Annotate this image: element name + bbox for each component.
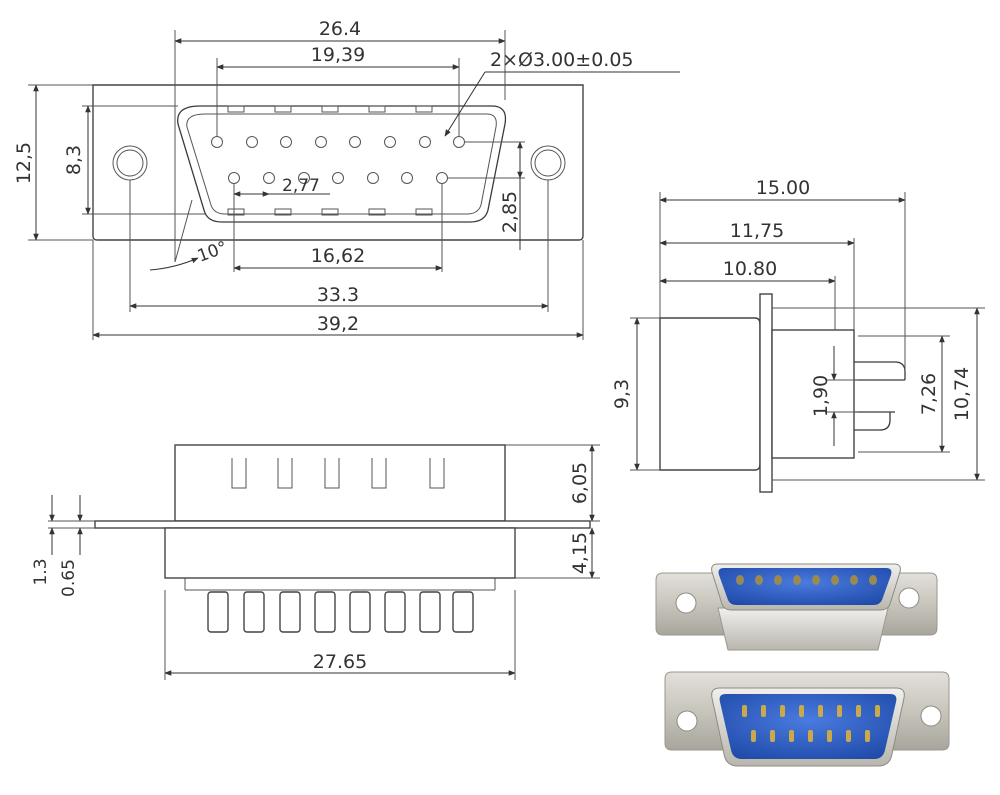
dim-row-offset: 2,85 bbox=[499, 191, 521, 233]
dim-shell-height: 8,3 bbox=[63, 145, 85, 175]
side-shell bbox=[659, 317, 761, 471]
dim-pin-gap: 1,90 bbox=[810, 375, 832, 417]
side-rear-body bbox=[771, 329, 855, 459]
dim-mount-hole-callout: 2×Ø3.00±0.05 bbox=[490, 49, 634, 71]
dim-overall-height: 10,74 bbox=[951, 367, 973, 421]
photo-hole-right-2 bbox=[920, 705, 942, 727]
dim-depth-mid: 11,75 bbox=[730, 220, 784, 242]
connector-photo-top bbox=[655, 563, 938, 651]
dim-flange-width: 39,2 bbox=[317, 313, 359, 335]
bottom-view: 6,05 4,15 1.3 0.65 27.65 bbox=[31, 444, 600, 680]
side-view: 15.00 11,75 10.80 9,3 1,90 7,26 10,74 bbox=[611, 177, 985, 493]
photo-blue-insert-top bbox=[718, 568, 892, 605]
photo-hole-left-2 bbox=[676, 710, 698, 732]
dim-side-shell-height: 9,3 bbox=[611, 379, 633, 409]
dim-depth-shell: 10.80 bbox=[723, 258, 777, 280]
connector-photo-bottom bbox=[664, 671, 950, 767]
front-d-shell-outer bbox=[177, 105, 507, 223]
front-pins-bottom-row bbox=[228, 172, 448, 184]
front-notches bbox=[227, 105, 433, 216]
dim-top-row-span: 19,39 bbox=[311, 44, 365, 66]
side-pins bbox=[854, 361, 906, 431]
photo-blue-insert-bottom bbox=[719, 694, 897, 759]
photo-hole-left bbox=[675, 592, 697, 614]
dim-hole-spacing: 33.3 bbox=[317, 284, 359, 306]
front-flange bbox=[92, 84, 584, 241]
dim-bottom-row-span: 16,62 bbox=[311, 245, 365, 267]
dim-pin-pitch: 2,77 bbox=[282, 176, 320, 196]
bottom-insert bbox=[164, 527, 516, 579]
dim-plate-thickness-b: 0.65 bbox=[59, 559, 79, 597]
dim-plate-thickness-a: 1.3 bbox=[31, 558, 51, 585]
dim-insert-height: 4,15 bbox=[569, 532, 591, 574]
dim-depth-total: 15.00 bbox=[756, 177, 810, 199]
front-d-shell-inner bbox=[186, 113, 497, 215]
dim-angle: 10° bbox=[195, 238, 230, 267]
dim-pins-overall-width: 26.4 bbox=[319, 18, 361, 40]
bottom-upper-body bbox=[174, 444, 506, 522]
bottom-plate bbox=[94, 520, 591, 529]
front-view: 26.4 19,39 2×Ø3.00±0.05 12,5 8,3 2,77 2,… bbox=[13, 18, 680, 340]
dim-body-width: 27.65 bbox=[313, 651, 367, 673]
bottom-tail-slots bbox=[231, 458, 445, 489]
bottom-pins bbox=[207, 591, 474, 633]
front-pins-top-row bbox=[211, 136, 465, 148]
dim-tail-height: 6,05 bbox=[569, 462, 591, 504]
dim-flange-height: 12,5 bbox=[13, 142, 35, 184]
photo-hole-right bbox=[898, 587, 920, 609]
side-flange bbox=[759, 293, 773, 493]
dim-pin-rows: 7,26 bbox=[918, 373, 940, 415]
